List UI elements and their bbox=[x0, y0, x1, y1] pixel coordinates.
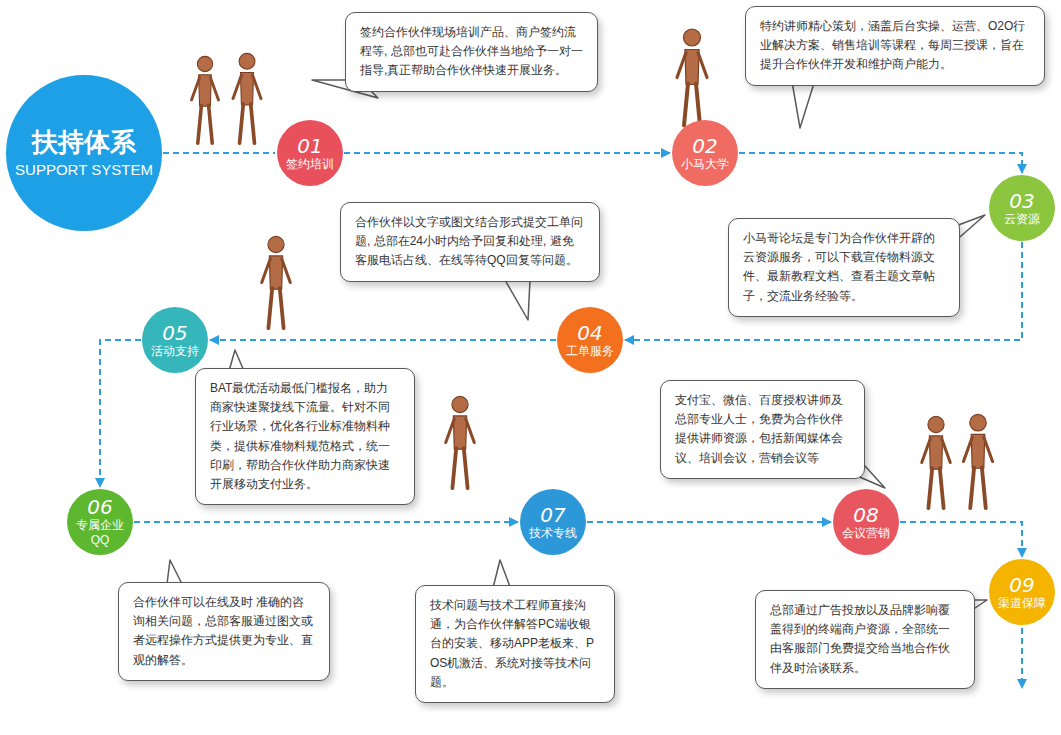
callout-bubble: 支付宝、微信、百度授权讲师及总部专业人士，免费为合作伙伴提供讲师资源，包括新闻媒… bbox=[660, 380, 865, 479]
step-circle: 05活动支持 bbox=[142, 307, 208, 373]
flow-connector bbox=[344, 152, 670, 154]
flow-connector bbox=[210, 339, 556, 341]
callout-bubble: 技术问题与技术工程师直接沟通，为合作伙伴解答PC端收银台的安装、移动APP老板来… bbox=[415, 585, 615, 703]
flow-connector bbox=[587, 521, 831, 523]
step-label: 云资源 bbox=[994, 212, 1050, 227]
step-label: 小马大学 bbox=[677, 157, 733, 172]
step-number: 09 bbox=[1009, 574, 1034, 596]
step-number: 03 bbox=[1009, 190, 1034, 212]
flow-connector bbox=[739, 153, 1022, 173]
step-circle: 01签约培训 bbox=[277, 120, 343, 186]
step-number: 01 bbox=[297, 135, 322, 157]
step-label: 活动支持 bbox=[147, 344, 203, 359]
stick-figure bbox=[262, 236, 291, 328]
stick-figure bbox=[922, 416, 951, 508]
step-label: 专属企业QQ bbox=[72, 518, 128, 548]
callout-text: 签约合作伙伴现场培训产品、商户签约流程等, 总部也可赴合作伙伴当地给予一对一指导… bbox=[360, 23, 583, 81]
callout-text: 小马哥论坛是专门为合作伙伴开辟的云资源服务，可以下载宣传物料源文件、最新教程文档… bbox=[743, 229, 945, 306]
step-label: 技术专线 bbox=[525, 526, 581, 541]
step-circle: 03云资源 bbox=[989, 175, 1055, 241]
title-circle: 扶持体系SUPPORT SYSTEM bbox=[6, 75, 162, 231]
flow-connector bbox=[163, 152, 275, 154]
callout-text: 总部通过广告投放以及品牌影响覆盖得到的终端商户资源，全部统一由客服部门免费提交给… bbox=[770, 601, 960, 678]
callout-bubble: 签约合作伙伴现场培训产品、商户签约流程等, 总部也可赴合作伙伴当地给予一对一指导… bbox=[345, 12, 598, 92]
stick-figure bbox=[677, 29, 707, 126]
step-number: 06 bbox=[87, 496, 112, 518]
callout-text: 支付宝、微信、百度授权讲师及总部专业人士，免费为合作伙伴提供讲师资源，包括新闻媒… bbox=[675, 391, 850, 468]
flow-connector bbox=[900, 522, 1022, 557]
step-circle: 08会议营销 bbox=[833, 489, 899, 555]
step-circle: 02小马大学 bbox=[672, 120, 738, 186]
flow-connector bbox=[134, 521, 518, 523]
step-number: 07 bbox=[540, 504, 565, 526]
callout-bubble: 合作伙伴以文字或图文结合形式提交工单问题, 总部在24小时内给予回复和处理, 避… bbox=[340, 202, 600, 282]
callout-bubble: 合作伙伴可以在线及时 准确的咨询相关问题，总部客服通过图文或者远程操作方式提供更… bbox=[118, 582, 330, 681]
callout-text: 特约讲师精心策划，涵盖后台实操、运营、O2O行业解决方案、销售培训等课程，每周三… bbox=[760, 17, 1030, 75]
step-number: 08 bbox=[853, 504, 878, 526]
step-label: 工单服务 bbox=[562, 344, 618, 359]
step-circle: 09渠道保障 bbox=[989, 559, 1055, 625]
title-text: 扶持体系 bbox=[32, 126, 136, 160]
callout-bubble: 特约讲师精心策划，涵盖后台实操、运营、O2O行业解决方案、销售培训等课程，每周三… bbox=[745, 6, 1045, 86]
callout-tail bbox=[505, 280, 530, 320]
stick-figure bbox=[192, 56, 219, 143]
step-circle: 07技术专线 bbox=[520, 489, 586, 555]
callout-text: 合作伙伴可以在线及时 准确的咨询相关问题，总部客服通过图文或者远程操作方式提供更… bbox=[133, 593, 315, 670]
callout-text: 合作伙伴以文字或图文结合形式提交工单问题, 总部在24小时内给予回复和处理, 避… bbox=[355, 213, 585, 271]
subtitle-text: SUPPORT SYSTEM bbox=[15, 160, 153, 180]
callout-bubble: 总部通过广告投放以及品牌影响覆盖得到的终端商户资源，全部统一由客服部门免费提交给… bbox=[755, 590, 975, 689]
stick-figure bbox=[446, 396, 475, 488]
step-circle: 06专属企业QQ bbox=[67, 489, 133, 555]
flow-arrow bbox=[1021, 628, 1023, 688]
step-number: 04 bbox=[577, 322, 602, 344]
flow-connector bbox=[100, 340, 141, 487]
stick-figure bbox=[233, 53, 261, 143]
callout-bubble: BAT最优活动最低门槛报名，助力商家快速聚拢线下流量。针对不同行业场景，优化各行… bbox=[195, 368, 415, 505]
step-number: 02 bbox=[692, 135, 717, 157]
step-label: 签约培训 bbox=[282, 157, 338, 172]
step-circle: 04工单服务 bbox=[557, 307, 623, 373]
step-label: 会议营销 bbox=[838, 526, 894, 541]
stick-figures bbox=[192, 29, 993, 508]
step-label: 渠道保障 bbox=[994, 596, 1050, 611]
stick-figure bbox=[963, 414, 992, 508]
callout-bubble: 小马哥论坛是专门为合作伙伴开辟的云资源服务，可以下载宣传物料源文件、最新教程文档… bbox=[728, 218, 960, 317]
callout-text: 技术问题与技术工程师直接沟通，为合作伙伴解答PC端收银台的安装、移动APP老板来… bbox=[430, 596, 600, 692]
callout-text: BAT最优活动最低门槛报名，助力商家快速聚拢线下流量。针对不同行业场景，优化各行… bbox=[210, 379, 400, 494]
step-number: 05 bbox=[162, 322, 187, 344]
